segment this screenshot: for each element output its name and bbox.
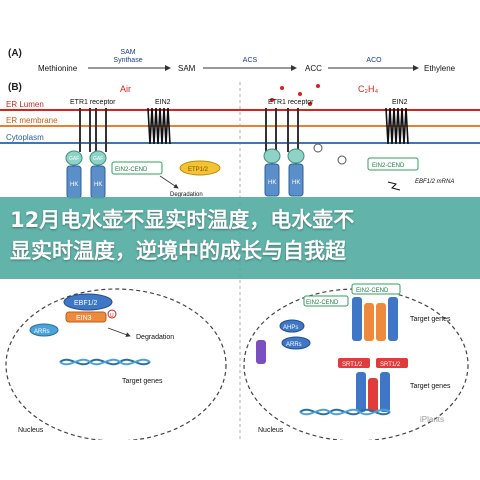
- ein2-cend-box-left: [111, 161, 163, 175]
- ein3-label-left: EIN3: [76, 315, 92, 322]
- ubiquitin-label: U: [110, 313, 114, 319]
- gaf-domain-right-2: [287, 148, 305, 164]
- nucleus-label-right: Nucleus: [258, 427, 284, 434]
- ein2-cend-label-left: EIN2-CEND: [115, 167, 148, 173]
- ebf-label-left: EBF1/2: [74, 300, 97, 307]
- panel-a-label: (A): [8, 48, 22, 59]
- dna-helix-left: [59, 358, 151, 366]
- arrow-to-degradation-top: [159, 175, 179, 189]
- acc-label: ACC: [305, 64, 322, 73]
- ethylene-molecules: [270, 84, 320, 106]
- ethylene-label: Ethylene: [424, 64, 456, 73]
- phosphate-marker-right-2: [337, 155, 347, 165]
- sam-synthase-label-1: SAM: [120, 49, 135, 56]
- er-lumen-label: ER Lumen: [6, 100, 44, 109]
- etp-protein: [179, 160, 221, 176]
- arrs-label-left: ARRs: [34, 329, 50, 335]
- target-genes-label-right-2: Target genes: [410, 383, 451, 390]
- acs-label: ACS: [243, 57, 258, 64]
- arrow-to-degradation-left: [107, 327, 131, 337]
- ahps-protein: [279, 319, 305, 333]
- degradation-label-left: Degradation: [136, 334, 174, 341]
- ein2-cend-label-right: EIN2-CEND: [372, 163, 405, 169]
- phosphate-marker-right-1: [313, 143, 323, 153]
- degradation-label-top: Degradation: [170, 192, 203, 198]
- ein3-protein-right-1: [364, 303, 374, 341]
- methionine-label: Methionine: [38, 64, 78, 73]
- gaf-label-left-1: GAF: [69, 156, 79, 162]
- ebf-mrna-label: EBF1/2 mRNA: [415, 179, 454, 185]
- ein2-cend-box-nucleus-2: [351, 283, 401, 295]
- srt-protein-2: [376, 358, 408, 368]
- banner-title-line-2: 显实时温度，逆境中的成长与自我超: [10, 239, 346, 263]
- banner-title-line-1: 12月电水壶不显实时温度，电水壶不: [10, 208, 355, 232]
- title-banner: 12月电水壶不显实时温度，电水壶不 显实时温度，逆境中的成长与自我超: [0, 197, 480, 279]
- srt-protein-1: [338, 358, 370, 368]
- gaf-domain-left-2: [89, 150, 107, 166]
- ein2-label-left: EIN2: [155, 99, 171, 106]
- ein2-label-right: EIN2: [392, 99, 408, 106]
- target-genes-label-right-1: Target genes: [410, 316, 451, 323]
- hk-label-left-1: HK: [70, 182, 78, 188]
- etp-label: ETP1/2: [188, 167, 209, 173]
- ein2-cend-box-nucleus-1: [303, 295, 349, 307]
- hk-label-right-2: HK: [292, 180, 300, 186]
- ein2-cend-label-nucleus-1: EIN2-CEND: [306, 300, 339, 306]
- panel-b-label: (B): [8, 82, 22, 93]
- hk-domain-right-1: [264, 163, 280, 197]
- er-membrane-label: ER membrane: [6, 116, 58, 125]
- srt-label-1: SRT1/2: [342, 362, 363, 368]
- mrna-strand: [387, 181, 401, 191]
- tree1-protein: [368, 378, 378, 412]
- ein2-cend-label-nucleus-2: EIN2-CEND: [356, 288, 389, 294]
- arrs-label-right: ARRs: [286, 342, 302, 348]
- ahps-label: AHPs: [283, 325, 298, 331]
- target-genes-label-left: Target genes: [122, 378, 163, 385]
- etr1-label-right: ETR1 receptor: [268, 99, 314, 106]
- bottom-whitespace: [0, 440, 480, 480]
- sam-label: SAM: [178, 64, 196, 73]
- cytoplasm-label: Cytoplasm: [6, 133, 44, 142]
- arrs-protein-left: [29, 323, 59, 337]
- ubiquitin-marker: [107, 309, 117, 319]
- etr1-transmembrane-left: [79, 108, 107, 152]
- hk-label-right-1: HK: [268, 180, 276, 186]
- ebf-protein-left: [63, 293, 113, 311]
- iplants-watermark: iPlants: [420, 415, 444, 424]
- etr1-transmembrane-right: [265, 108, 299, 152]
- gaf-domain-right-1: [263, 148, 281, 164]
- gaf-label-left-2: GAF: [93, 156, 103, 162]
- ein2-transmembrane-left: [147, 107, 171, 145]
- enap1-protein-1: [352, 297, 362, 341]
- c2h4-label: C₂H₄: [358, 84, 378, 94]
- hk-domain-right-2: [288, 163, 304, 197]
- ein2-cend-box-right: [367, 157, 419, 171]
- ein3-protein-right-2: [376, 303, 386, 341]
- hk-label-left-2: HK: [94, 182, 102, 188]
- srt-label-2: SRT1/2: [380, 362, 401, 368]
- ein2-transmembrane-right: [385, 107, 409, 145]
- air-label: Air: [120, 84, 131, 94]
- nucleus-label-left: Nucleus: [18, 427, 44, 434]
- dna-helix-right: [299, 408, 391, 416]
- gaf-domain-left-1: [65, 150, 83, 166]
- aco-label: ACO: [366, 57, 382, 64]
- etr1-label-left: ETR1 receptor: [70, 99, 116, 106]
- enap1-protein-4: [380, 372, 390, 412]
- arrs-protein-right: [281, 336, 311, 350]
- ebf-receptor-right: [256, 340, 266, 364]
- enap1-protein-2: [388, 297, 398, 341]
- ein3-protein-left: [65, 311, 107, 323]
- enap1-protein-3: [356, 372, 366, 412]
- sam-synthase-label-2: Synthase: [113, 57, 142, 64]
